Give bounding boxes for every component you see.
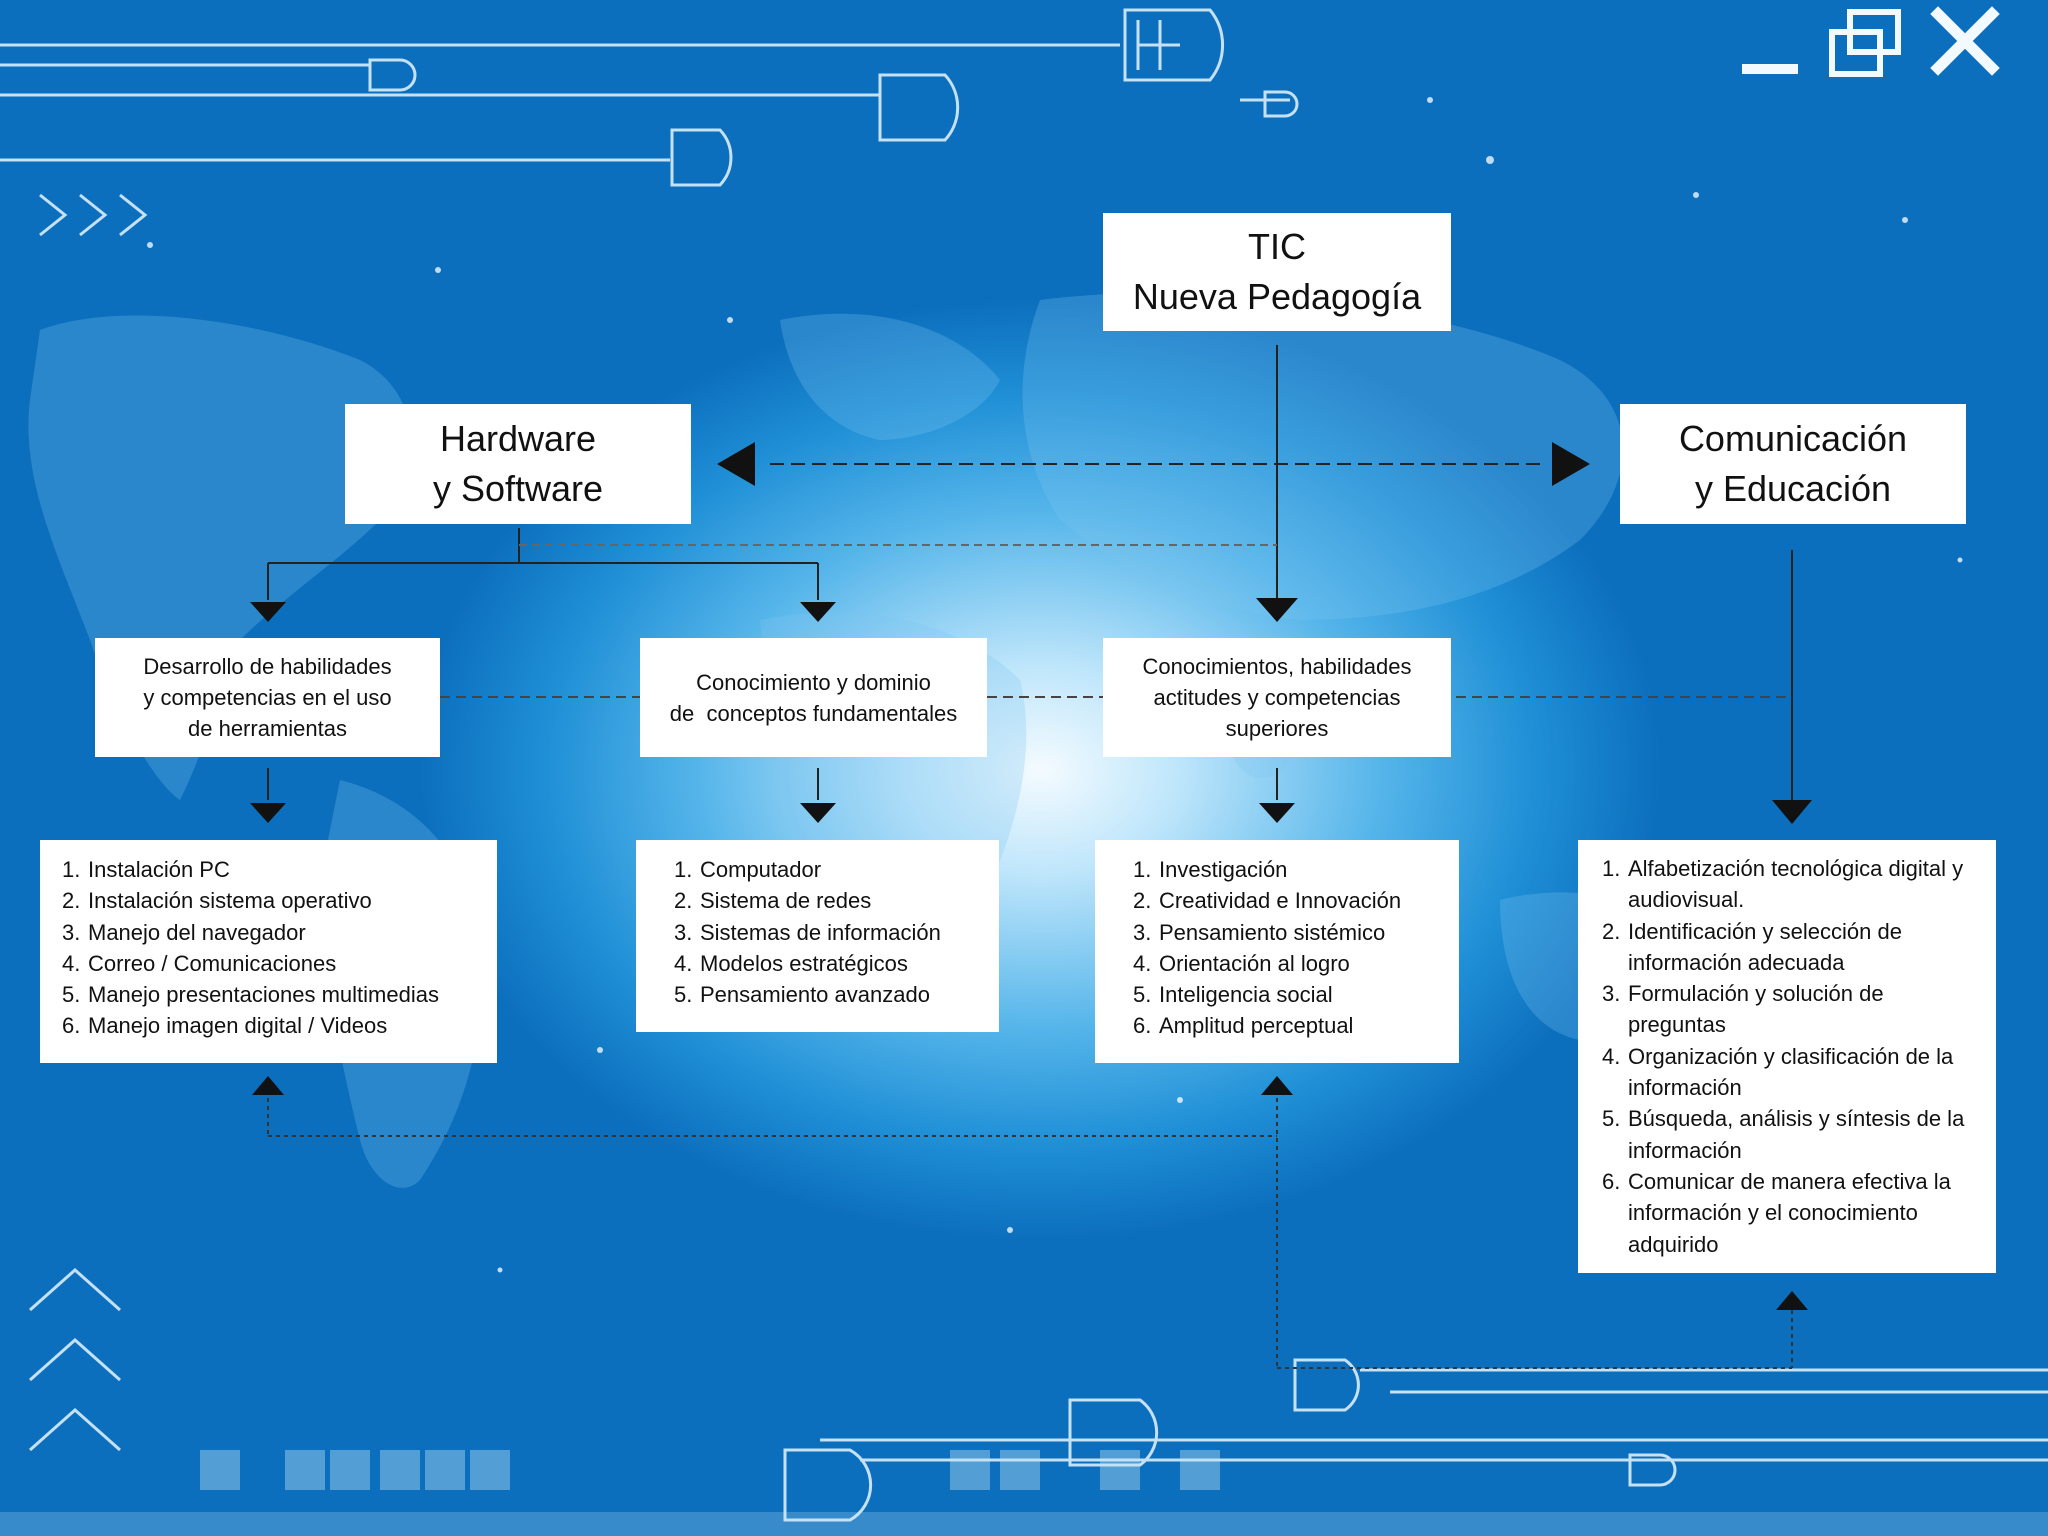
mouse-cable-decoration-top (0, 8, 1299, 237)
hardware-line-2: y Software (432, 468, 604, 509)
list-item: 6.Manejo imagen digital / Videos (62, 1013, 388, 1039)
list-item: 3.Pensamiento sistémico (1133, 919, 1386, 945)
list-item: 5.Búsqueda, análisis y síntesis de la in… (1602, 1106, 1965, 1163)
list-item: 4.Modelos estratégicos (674, 950, 908, 976)
desarrollo-line-1: Desarrollo de habilidades (143, 654, 392, 679)
node-comunicacion-educacion: Comunicación y Educación (1620, 404, 1966, 524)
list-item: 1.Instalación PC (62, 857, 230, 882)
mouse-cable-decoration-bottom (29, 1267, 2048, 1522)
conocimiento-line-1: Conocimiento y dominio (696, 669, 931, 695)
restore-icon[interactable] (1828, 8, 1904, 78)
comunicacion-line-1: Comunicación (1678, 418, 1908, 459)
list-item: 1.Investigación (1133, 857, 1288, 882)
list-item: 2.Sistema de redes (674, 888, 872, 914)
close-icon[interactable] (1930, 6, 2000, 76)
list-conceptos: 1.Computador 2.Sistema de redes 3.Sistem… (636, 840, 999, 1032)
list-item: 1.Computador (674, 857, 822, 882)
hardware-line-1: Hardware (439, 418, 597, 459)
minimize-icon[interactable] (1740, 58, 1800, 80)
list-item: 6.Amplitud perceptual (1133, 1013, 1354, 1039)
list-item: 3.Manejo del navegador (62, 919, 306, 945)
superiores-line-1: Conocimientos, habilidades (1142, 654, 1412, 679)
root-line-2: Nueva Pedagogía (1132, 276, 1422, 317)
desarrollo-line-3: de herramientas (188, 716, 347, 741)
pixel-squares-decoration (0, 1450, 2048, 1536)
list-item: 3.Formulación y solución de preguntas (1602, 981, 1884, 1038)
list-item: 3.Sistemas de información (674, 919, 941, 945)
conocimiento-line-2: de conceptos fundamentales (669, 700, 958, 726)
list-item: 4.Orientación al logro (1133, 950, 1350, 976)
list-item: 4.Correo / Comunicaciones (62, 950, 337, 976)
list-item: 2.Identificación y selección de informac… (1602, 918, 1902, 975)
list-item: 4.Organización y clasificación de la inf… (1602, 1043, 1954, 1101)
list-item: 5.Inteligencia social (1133, 982, 1333, 1008)
node-hardware-software: Hardware y Software (345, 404, 691, 524)
list-comunicacion-educacion: 1.Alfabetización tecnológica digital y a… (1578, 840, 1996, 1273)
list-hardware-skills: 1.Instalación PC 2.Instalación sistema o… (40, 840, 497, 1063)
node-desarrollo-habilidades: Desarrollo de habilidades y competencias… (95, 638, 440, 757)
superiores-line-2: actitudes y competencias (1153, 685, 1401, 710)
superiores-line-3: superiores (1225, 716, 1329, 741)
node-conocimientos-superiores: Conocimientos, habilidades actitudes y c… (1103, 638, 1451, 757)
comunicacion-line-2: y Educación (1694, 468, 1892, 509)
list-item: 2.Instalación sistema operativo (62, 888, 372, 914)
root-node-tic: TIC Nueva Pedagogía (1103, 213, 1451, 331)
list-item: 5.Pensamiento avanzado (674, 982, 930, 1008)
list-competencias-superiores: 1.Investigación 2.Creatividad e Innovaci… (1095, 840, 1459, 1063)
list-item: 2.Creatividad e Innovación (1133, 888, 1402, 914)
list-item: 6.Comunicar de manera efectiva la inform… (1602, 1168, 1951, 1257)
node-conocimiento-dominio: Conocimiento y dominio de conceptos fund… (640, 638, 987, 757)
list-item: 5.Manejo presentaciones multimedias (62, 982, 439, 1008)
list-item: 1.Alfabetización tecnológica digital y a… (1602, 856, 1964, 913)
desarrollo-line-2: y competencias en el uso (143, 685, 392, 710)
root-line-1: TIC (1248, 226, 1306, 267)
